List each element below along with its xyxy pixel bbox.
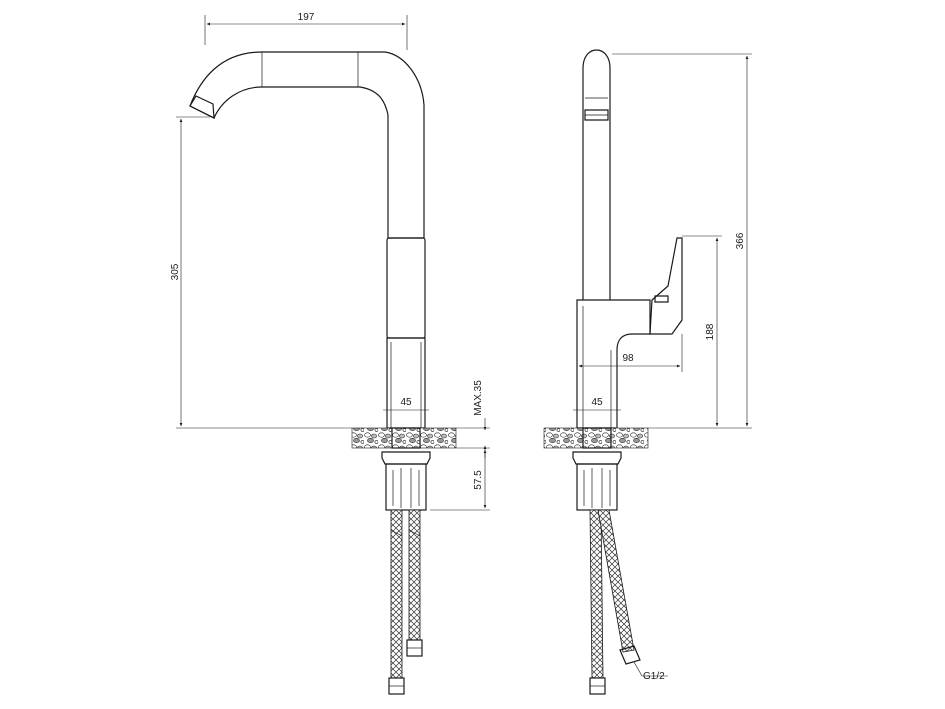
side-lever-cap (654, 295, 669, 303)
side-countertop (543, 427, 649, 449)
dim-max-thickness-label: MAX.35 (473, 380, 484, 416)
front-view (189, 51, 457, 695)
dim-height-label: 305 (170, 263, 181, 280)
side-hose-b (597, 509, 635, 653)
side-hose-a (589, 509, 604, 679)
dim-width-label: 197 (298, 12, 315, 23)
side-fixing-sleeve (576, 463, 618, 511)
front-fixing-sleeve (385, 463, 427, 511)
dim-body-label: 45 (400, 397, 412, 408)
side-aerator (584, 109, 609, 121)
side-view (543, 49, 683, 695)
front-dimensions: 197 305 45 MAX.35 57.5 (170, 12, 490, 511)
side-spout (582, 49, 611, 300)
side-fixing-nut (572, 451, 622, 465)
front-hose-right (408, 509, 421, 641)
dim-side-body-label: 45 (591, 397, 603, 408)
front-nozzle (189, 95, 215, 120)
dim-total-height-label: 366 (735, 232, 746, 249)
front-body (386, 337, 426, 429)
side-shank-nut (582, 427, 612, 449)
side-dimensions: 366 188 98 45 G1/2 (573, 53, 752, 682)
front-countertop (351, 427, 457, 449)
front-fixing-nut (381, 451, 431, 465)
side-body (576, 299, 651, 429)
front-spout (189, 51, 425, 239)
dim-shank-label: 57.5 (473, 470, 484, 490)
thread-label: G1/2 (643, 671, 665, 682)
dim-handle-reach-label: 98 (622, 353, 634, 364)
side-fitting-b (619, 645, 641, 665)
front-shank-nut (391, 427, 421, 449)
front-handle-body (386, 237, 426, 339)
side-lever-handle (649, 237, 683, 335)
dim-handle-height-label: 188 (705, 323, 716, 340)
